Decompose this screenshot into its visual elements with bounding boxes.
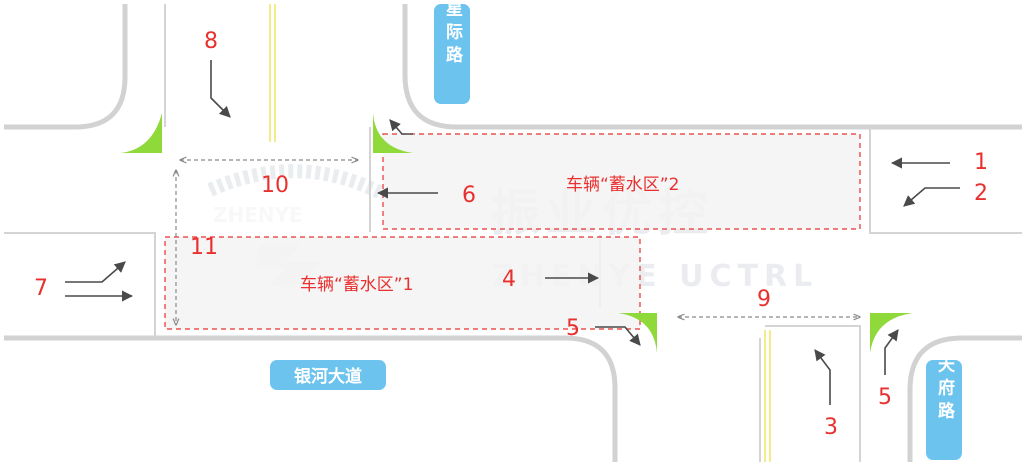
road-badge-south: 天府路 [926,356,962,460]
vehicle-arrows [65,60,960,405]
label-4: 4 [502,267,516,292]
label-8: 8 [204,29,218,54]
label-7: 7 [34,276,48,301]
road-badge-north: 星际路 [434,0,470,104]
label-1: 1 [974,150,988,175]
south-lane-line [765,325,861,462]
crosswalk-guides [176,160,860,325]
label-3: 3 [824,415,838,440]
yellow-center-lines [269,4,771,462]
storage-zone-1-label: 车辆“蓄水区”1 [300,275,413,295]
arrow-2-left-turn [903,187,960,207]
curb-southeast [907,335,1022,462]
arrow-5-south-left [884,329,899,375]
watermark-logo-text: ZHENYE [213,203,303,227]
label-9: 9 [757,287,771,312]
refuge-island-southeast [870,313,913,353]
road-badge-main-text: 银河大道 [294,366,362,387]
label-5-south: 5 [878,385,892,410]
refuge-island-southwest [618,313,657,353]
label-10: 10 [261,173,289,198]
label-2: 2 [974,181,988,206]
arrow-7-left-turn [65,261,126,283]
refuge-island-northwest [120,113,162,153]
label-5-west: 5 [566,316,580,341]
label-6: 6 [462,183,476,208]
storage-zone-2-label: 车辆“蓄水区”2 [566,175,679,195]
arrow-8-right-turn [210,60,231,118]
arrow-5-north-turn [389,119,413,135]
east-stopline-box [869,127,1022,234]
road-badge-north-text: 星际路 [442,0,463,69]
storage-zone-1 [164,236,641,330]
curb-southwest [4,335,618,462]
arrow-5-west-right [595,326,641,346]
label-11: 11 [190,235,218,260]
curb-northwest [4,4,128,130]
refuge-island-northeast [373,113,413,153]
number-labels: 1 2 3 4 5 5 6 7 8 9 10 11 [34,29,988,440]
west-stopline-box [4,232,156,338]
curb-northeast [402,4,1022,130]
storage-zone-2 [382,133,861,230]
arrow-3-right-turn [814,349,831,405]
road-badge-south-text: 天府路 [934,356,955,425]
road-edges [4,4,1022,462]
road-badge-main: 银河大道 [270,360,386,390]
refuge-islands [120,113,913,353]
